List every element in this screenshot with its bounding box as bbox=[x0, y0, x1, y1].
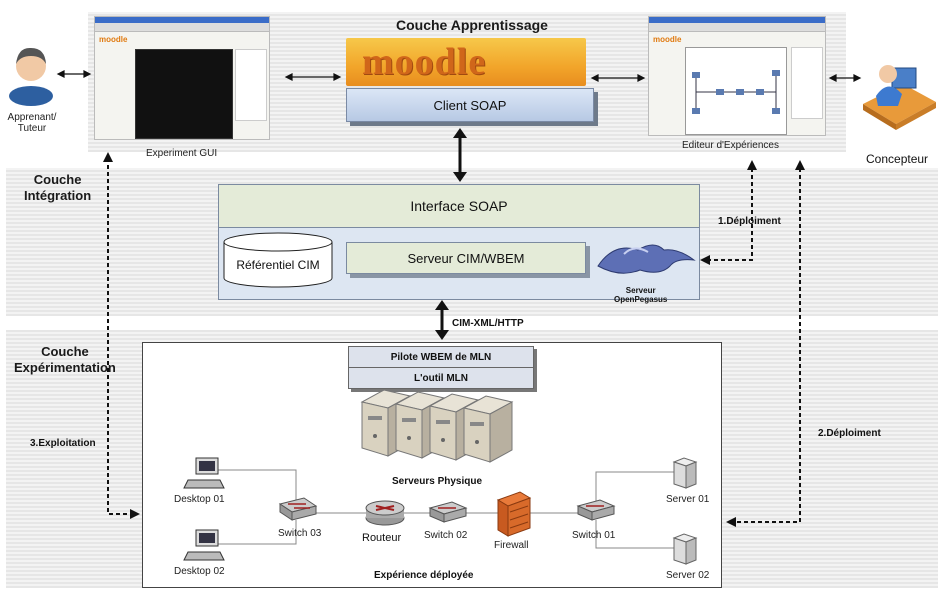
experimentation-title-line1: Couche bbox=[41, 344, 89, 359]
client-soap-label: Client SOAP bbox=[433, 97, 507, 113]
switch-03-label: Switch 03 bbox=[278, 528, 322, 539]
experiment-gui-label: Experiment GUI bbox=[146, 148, 218, 159]
editor-topology-mini bbox=[692, 70, 780, 114]
gui-toolbar bbox=[95, 23, 269, 32]
exploitation-label: 3.Exploitation bbox=[30, 438, 96, 449]
switch-02-icon bbox=[428, 501, 468, 523]
serveur-cim-box: Serveur CIM/WBEM bbox=[346, 242, 586, 274]
interface-soap-label: Interface SOAP bbox=[410, 198, 508, 214]
editor-sidebar bbox=[791, 47, 823, 119]
switch-01-icon bbox=[576, 499, 616, 521]
learner-label: Apprenant/ Tuteur bbox=[2, 112, 62, 134]
gui-terminal bbox=[135, 49, 233, 139]
client-soap-box: Client SOAP bbox=[346, 88, 594, 122]
serveur-cim-label: Serveur CIM/WBEM bbox=[407, 250, 525, 266]
moodle-logo: moodle bbox=[362, 41, 487, 83]
interface-soap-bar: Interface SOAP bbox=[219, 185, 699, 228]
deploiement1-label: 1.Déploiment bbox=[718, 216, 781, 227]
switch-02-label: Switch 02 bbox=[424, 530, 468, 541]
learner-icon bbox=[9, 47, 53, 106]
editor-canvas bbox=[685, 47, 787, 135]
moodle-banner: moodle bbox=[346, 38, 586, 86]
learner-label-line1: Apprenant/ bbox=[7, 112, 57, 123]
openpegasus-line2: OpenPegasus bbox=[614, 295, 668, 304]
gui-sidebar bbox=[235, 49, 267, 121]
experimentation-layer-title: Couche Expérimentation bbox=[14, 344, 116, 376]
deploiement2-label: 2.Déploiment bbox=[818, 428, 881, 439]
editor-titlebar bbox=[649, 17, 825, 23]
editor-toolbar bbox=[649, 23, 825, 32]
switch-01-label: Switch 01 bbox=[572, 530, 616, 541]
server-02-label: Server 02 bbox=[666, 570, 710, 581]
desktop-02-icon bbox=[183, 529, 225, 561]
experimentation-title-line2: Expérimentation bbox=[14, 360, 116, 375]
switch-03-icon bbox=[278, 497, 318, 521]
physical-servers-icon bbox=[360, 389, 514, 463]
gui-moodle-logo: moodle bbox=[99, 35, 128, 44]
router-icon bbox=[365, 500, 405, 526]
server-01-icon bbox=[672, 457, 698, 489]
router-label: Routeur bbox=[362, 532, 402, 544]
server-01-label: Server 01 bbox=[666, 494, 710, 505]
cim-xml-http-label: CIM-XML/HTTP bbox=[452, 318, 524, 329]
openpegasus-icon bbox=[597, 244, 696, 274]
editor-moodle-logo: moodle bbox=[653, 35, 682, 44]
server-02-icon bbox=[672, 533, 698, 565]
desktop-01-label: Desktop 01 bbox=[174, 494, 225, 505]
integration-title-line1: Couche bbox=[33, 172, 82, 187]
outil-mln-label: L'outil MLN bbox=[413, 372, 469, 384]
gui-titlebar bbox=[95, 17, 269, 23]
referentiel-cim-cylinder bbox=[223, 232, 333, 288]
desktop-02-label: Desktop 02 bbox=[174, 566, 225, 577]
pilote-wbem-label: Pilote WBEM de MLN bbox=[390, 351, 492, 363]
learning-layer-title: Couche Apprentissage bbox=[396, 17, 548, 33]
experience-deployee-label: Expérience déployée bbox=[374, 570, 474, 581]
learner-label-line2: Tuteur bbox=[17, 123, 47, 134]
desktop-01-icon bbox=[183, 457, 225, 489]
integration-layer-title: Couche Intégration bbox=[24, 172, 91, 204]
designer-icon bbox=[863, 65, 936, 130]
firewall-icon bbox=[496, 491, 532, 537]
openpegasus-line1: Serveur bbox=[625, 286, 656, 295]
firewall-label: Firewall bbox=[494, 540, 529, 551]
editor-screenshot: moodle bbox=[648, 16, 826, 136]
designer-label: Concepteur bbox=[866, 152, 929, 166]
referentiel-cim-label: Référentiel CIM bbox=[236, 258, 320, 272]
experiment-gui-screenshot: moodle bbox=[94, 16, 270, 140]
outil-mln-box: L'outil MLN bbox=[348, 367, 534, 389]
integration-title-line2: Intégration bbox=[24, 188, 92, 203]
physical-servers-label: Serveurs Physique bbox=[392, 476, 483, 487]
editor-label: Editeur d'Expériences bbox=[682, 140, 779, 151]
openpegasus-label: Serveur OpenPegasus bbox=[614, 286, 667, 304]
